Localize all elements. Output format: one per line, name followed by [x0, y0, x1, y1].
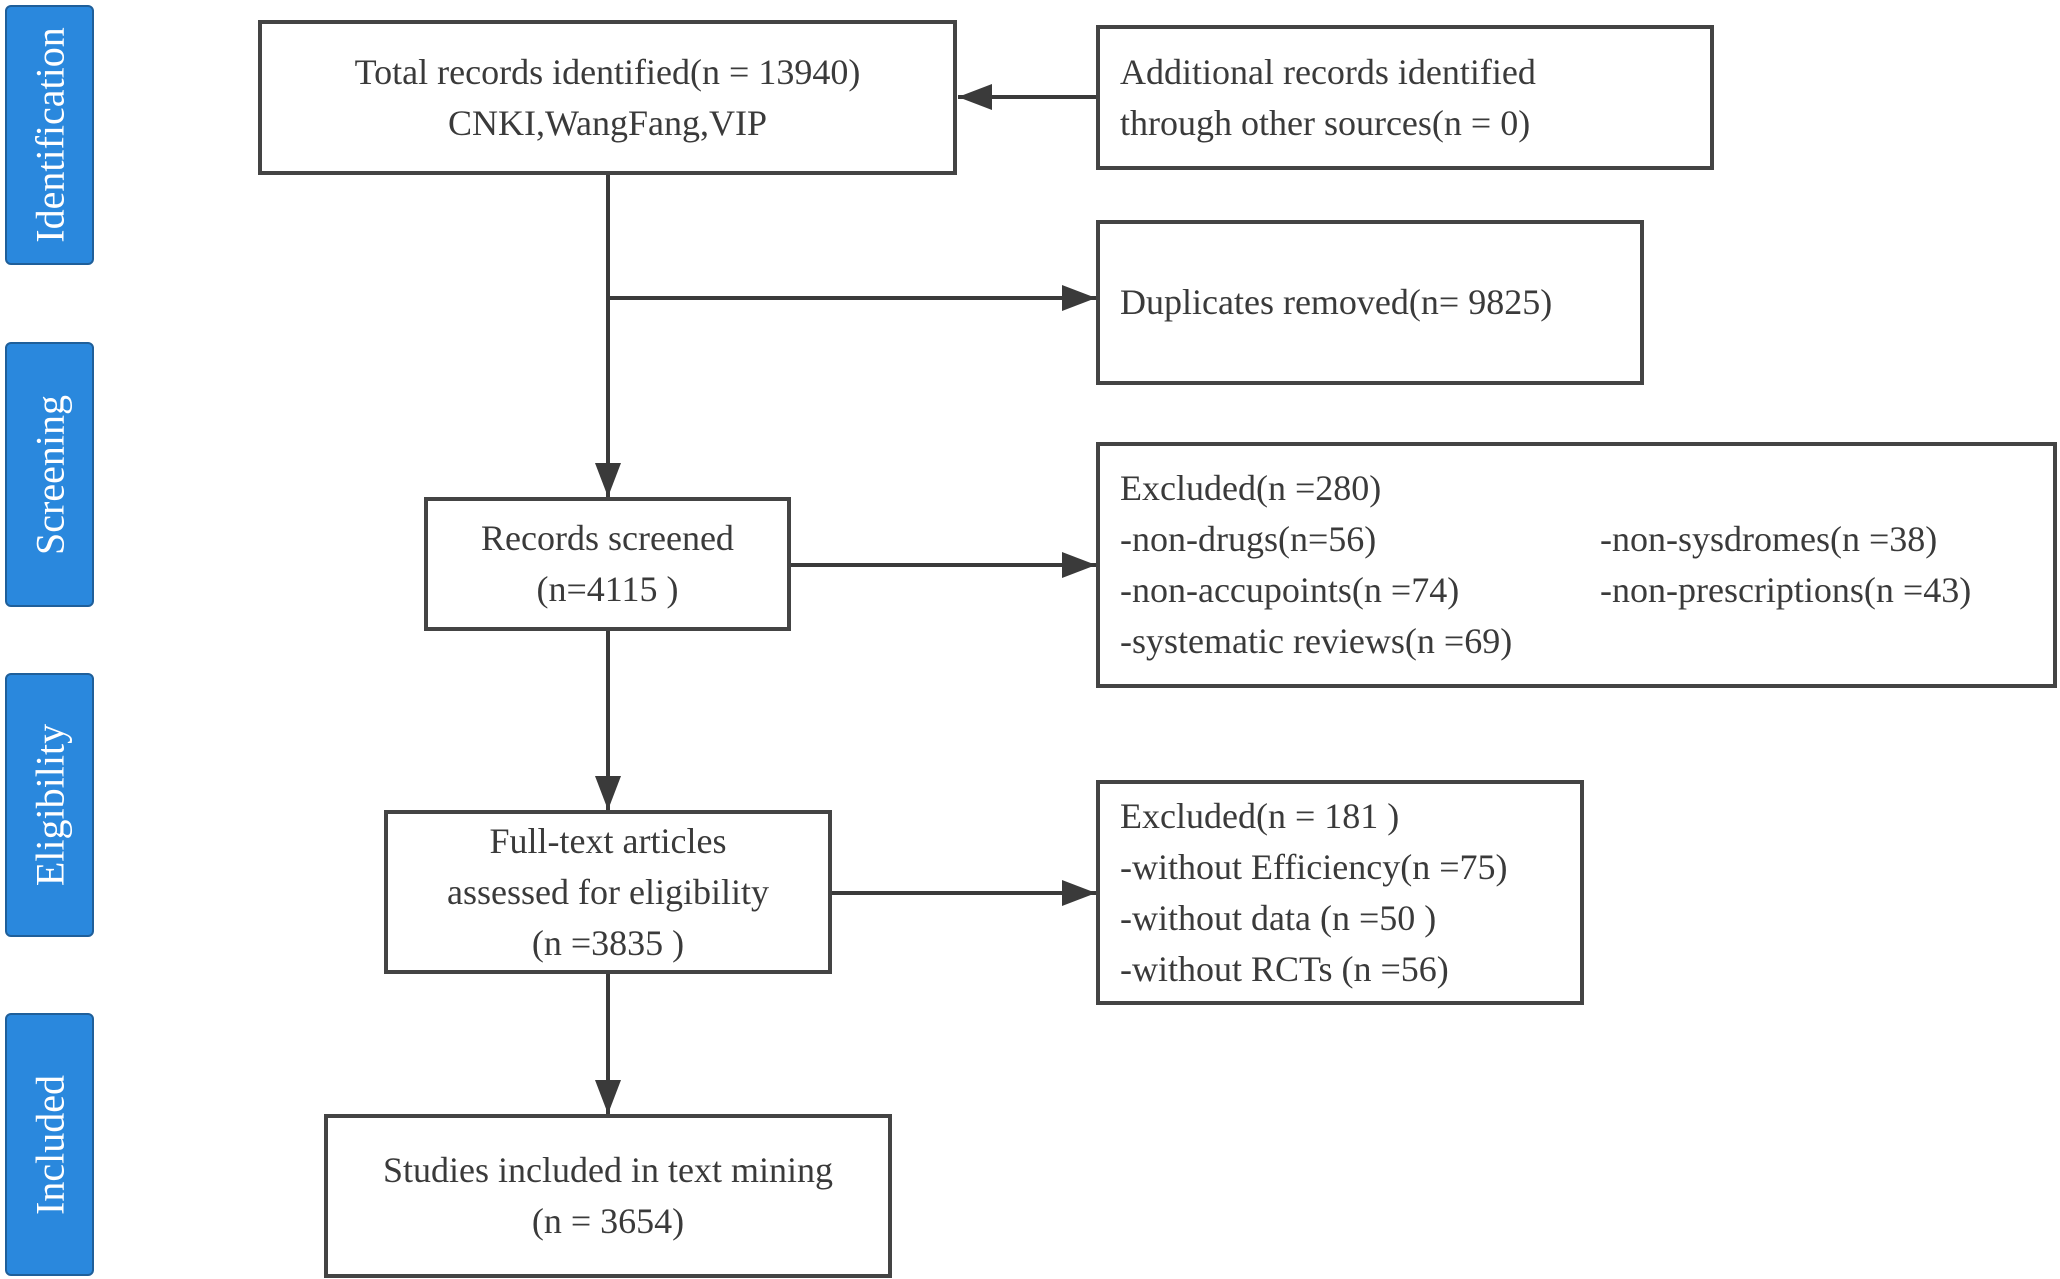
fulltext-assessed-box: Full-text articles assessed for eligibil… [384, 810, 832, 974]
excluded-item: -non-sysdromes(n =38) [1600, 519, 1938, 559]
records-screened-label: Records screened [481, 518, 734, 558]
phase-identification: Identification [5, 5, 94, 265]
excluded-item: -non-prescriptions(n =43) [1600, 570, 1972, 610]
studies-included-count: (n = 3654) [531, 1201, 685, 1241]
additional-records-box: Additional records identified through ot… [1096, 25, 1714, 170]
excluded-item: -systematic reviews(n =69) [1120, 621, 1513, 661]
excluded-item: -without RCTs (n =56) [1120, 948, 1449, 989]
records-identified-text: Total records identified(n = 13940) [354, 51, 861, 92]
phase-screening: Screening [5, 342, 94, 607]
excluded-item: -without Efficiency(n =75) [1120, 846, 1508, 887]
records-identified-box: Total records identified(n = 13940) CNKI… [258, 20, 957, 175]
excluded-item: -without data (n =50 ) [1120, 897, 1437, 938]
excluded-screening-header: Excluded(n =280) [1120, 468, 1382, 508]
phase-eligibility: Eligibility [5, 673, 94, 937]
studies-included-label: Studies included in text mining [383, 1150, 833, 1190]
additional-records-line2: through other sources(n = 0) [1120, 102, 1531, 143]
duplicates-removed-box: Duplicates removed(n= 9825) [1096, 220, 1644, 385]
excluded-item: -non-accupoints(n =74) [1120, 570, 1460, 610]
fulltext-line1: Full-text articles [489, 820, 727, 861]
excluded-eligibility-header: Excluded(n = 181 ) [1120, 795, 1400, 836]
phase-included: Included [5, 1013, 94, 1276]
fulltext-count: (n =3835 ) [531, 922, 685, 963]
records-screened-box: Records screened (n=4115 ) [424, 497, 791, 631]
records-screened-count: (n=4115 ) [536, 569, 679, 609]
duplicates-removed-text: Duplicates removed(n= 9825) [1120, 282, 1553, 322]
fulltext-line2: assessed for eligibility [447, 871, 769, 912]
excluded-item: -non-drugs(n=56) [1120, 519, 1377, 559]
additional-records-line1: Additional records identified [1120, 51, 1536, 92]
records-identified-sources: CNKI,WangFang,VIP [447, 102, 768, 143]
studies-included-box: Studies included in text mining (n = 365… [324, 1114, 892, 1278]
excluded-screening-box: Excluded(n =280) -non-drugs(n=56) -non-s… [1096, 442, 2057, 688]
excluded-eligibility-box: Excluded(n = 181 ) -without Efficiency(n… [1096, 780, 1584, 1005]
